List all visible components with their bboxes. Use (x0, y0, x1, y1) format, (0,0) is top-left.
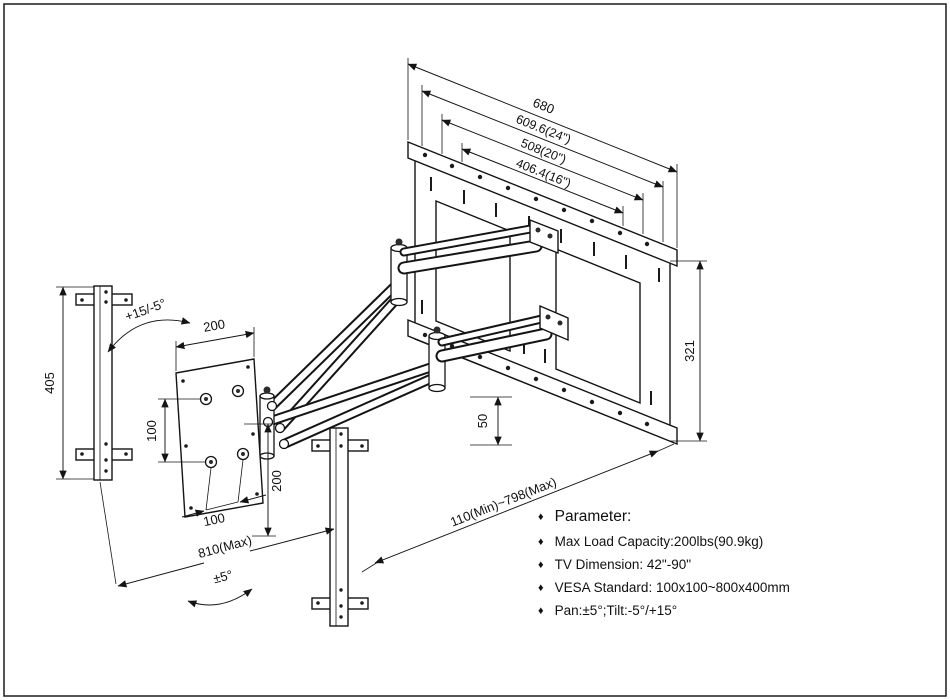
dimension-405 (56, 286, 94, 480)
arm-joint (278, 438, 290, 450)
diamond-bullet-icon: ♦ (538, 582, 544, 594)
dimension-321 (670, 260, 707, 442)
dimension-50 (470, 396, 512, 446)
parameter-panel: ♦ Parameter: ♦ Max Load Capacity:200lbs(… (538, 508, 790, 618)
top-dimensions (407, 58, 678, 248)
diamond-bullet-icon: ♦ (538, 559, 544, 571)
pan-label: ±5° (212, 567, 235, 586)
dimension-200-top (175, 327, 255, 371)
dimension-100-left (158, 398, 205, 463)
left-rail-strip (93, 285, 113, 481)
parameter-item: ♦ Pan:±5°;Tilt:-5°/+15° (538, 603, 790, 618)
upper-elbow-post (390, 238, 408, 307)
wall-plate (407, 140, 678, 446)
parameters-title: Parameter: (554, 508, 632, 525)
right-rail-strip (329, 427, 349, 627)
parameter-max-load: Max Load Capacity:200lbs(90.9kg) (554, 534, 764, 549)
dim-200-right-label: 200 (269, 470, 284, 492)
dim-100-left-label: 100 (144, 420, 159, 442)
dim-321-label: 321 (682, 340, 697, 362)
arm-joint (266, 400, 278, 412)
pan-arrow (187, 588, 253, 608)
dim-100-bottom-label: 100 (202, 510, 226, 529)
upper-wall-bracket (529, 218, 559, 255)
dimension-810 (99, 481, 335, 588)
dimension-100-bottom (181, 459, 267, 518)
dim-50-label: 50 (475, 414, 490, 428)
lower-elbow-post (428, 326, 446, 393)
tilt-arrow (107, 317, 191, 353)
parameter-vesa-standard: VESA Standard: 100x100~800x400mm (554, 580, 790, 595)
diamond-bullet-icon: ♦ (538, 511, 544, 523)
dimension-extension-range (361, 443, 675, 573)
parameter-title-row: ♦ Parameter: (538, 508, 790, 526)
vesa-plate (175, 358, 264, 518)
dim-405-label: 405 (42, 372, 57, 394)
diamond-bullet-icon: ♦ (538, 605, 544, 617)
diamond-bullet-icon: ♦ (538, 536, 544, 548)
drawing-border (3, 3, 947, 697)
bottom-rail-holes (422, 332, 650, 427)
parameter-pan-tilt: Pan:±5°;Tilt:-5°/+15° (554, 603, 678, 618)
lower-wall-bracket (539, 304, 569, 342)
arm-joint (274, 422, 286, 434)
dim-810-label: 810(Max) (196, 532, 253, 561)
parameter-item: ♦ Max Load Capacity:200lbs(90.9kg) (538, 534, 790, 549)
articulating-arms (259, 218, 569, 460)
tv-rail-left (75, 285, 133, 481)
vesa-plate-body (175, 358, 264, 518)
parameter-item: ♦ VESA Standard: 100x100~800x400mm (538, 580, 790, 595)
dim-200-top-label: 200 (202, 316, 226, 335)
parameter-tv-dimension: TV Dimension: 42"-90" (554, 557, 692, 572)
dimension-200-right (244, 423, 276, 537)
tv-rail-right (311, 427, 369, 627)
parameter-item: ♦ TV Dimension: 42"-90" (538, 557, 790, 572)
dim-680-label: 680 (531, 95, 557, 117)
